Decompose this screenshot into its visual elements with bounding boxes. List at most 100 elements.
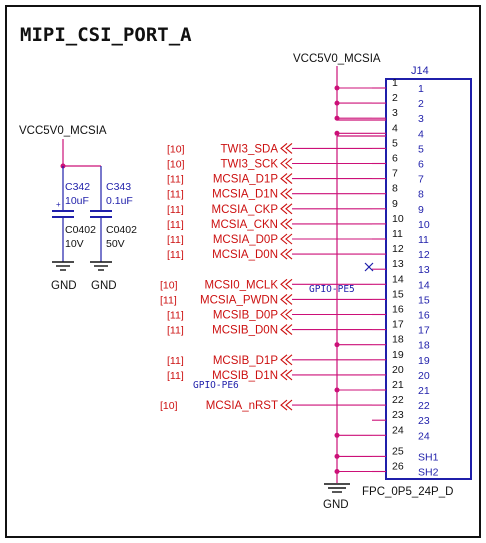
capacitor-c342: + C342 10uF C0402 10V GND — [51, 166, 96, 292]
signal-row: [10]TWI3_SDA — [167, 142, 372, 155]
junction-dot — [334, 130, 340, 136]
signal-arrow-icon — [280, 233, 293, 245]
signal-name: MCSIA_CKP — [212, 204, 279, 216]
pin-number-left: 16 — [392, 304, 404, 316]
gpio-label-pe6: GPIO-PE6 — [193, 380, 239, 391]
pin-number-right: 14 — [418, 279, 430, 291]
signal-tag: [11] — [167, 219, 184, 231]
ground-bus: GND — [323, 135, 386, 511]
signal-tag: [11] — [167, 204, 184, 216]
pin-number-right: 4 — [418, 128, 424, 140]
signal-name: MCSIA_D0N — [212, 249, 278, 261]
pin-number-right: 21 — [418, 385, 430, 397]
svg-text:+: + — [56, 200, 61, 209]
signal-name: MCSIA_D1P — [213, 174, 279, 186]
signal-name: MCSIA_CKN — [211, 219, 278, 231]
connector-ref: J14 — [411, 65, 429, 77]
signal-arrow-icon — [280, 354, 293, 366]
pin-number-left: 23 — [392, 409, 404, 421]
signal-row: [11]MCSIB_D1N — [167, 369, 372, 382]
signal-name: MCSIB_D1P — [213, 355, 279, 367]
pin-number-right: 11 — [418, 234, 429, 246]
signal-name: TWI3_SCK — [220, 159, 278, 171]
pin-number-left: 15 — [392, 288, 404, 300]
signal-row: [11] MCSIB_D1P — [167, 354, 372, 367]
pin-number-right: 7 — [418, 174, 424, 186]
pin-number-left: 2 — [392, 92, 398, 104]
c342-ref: C342 — [65, 181, 90, 193]
signal-row: [10] MCSI0_MCLK — [160, 278, 372, 291]
signal-row: [11] MCSIA_D1P — [167, 173, 372, 186]
signal-arrow-icon — [280, 324, 293, 336]
c342-rating: 10V — [65, 238, 84, 250]
signal-row: [11] MCSIA_D0P — [167, 233, 372, 246]
signal-tag: [11] — [167, 355, 184, 367]
c342-gnd-label: GND — [51, 280, 77, 292]
signal-name: MCSIA_D0P — [213, 234, 279, 246]
signal-arrow-icon — [280, 158, 293, 169]
signal-row: [11]MCSIA_D1N — [167, 188, 372, 201]
pin-number-right: SH2 — [418, 467, 439, 479]
pin-number-right: 2 — [418, 98, 424, 110]
pin-number-left: 10 — [392, 213, 404, 225]
signal-name: MCSI0_MCLK — [205, 279, 279, 291]
pin-number-left: 17 — [392, 319, 404, 331]
signal-name: MCSIA_nRST — [206, 400, 278, 412]
pin-number-right: 24 — [418, 430, 430, 442]
pin-number-left: 8 — [392, 183, 398, 195]
signal-tag: [10] — [160, 400, 178, 412]
pin-number-left: 24 — [392, 424, 404, 436]
pin-number-left: 6 — [392, 153, 398, 165]
signal-tag: [11] — [167, 325, 184, 337]
pin-number-right: 5 — [418, 143, 424, 155]
signal-name: MCSIB_D0P — [213, 310, 279, 322]
signal-row: [10] TWI3_SCK — [167, 158, 372, 171]
pin-number-left: 7 — [392, 168, 398, 180]
signal-tag: [11] — [160, 294, 177, 306]
pin-number-left: 13 — [392, 258, 404, 270]
pin-number-right: 23 — [418, 415, 430, 427]
signal-row: [11] MCSIA_D0N — [167, 248, 372, 261]
ground-label-connector: GND — [323, 499, 349, 511]
signal-tag: [10] — [160, 279, 178, 291]
signal-row: [10] MCSIA_nRST — [160, 399, 372, 412]
pin-number-left: 19 — [392, 349, 404, 361]
signal-arrow-icon — [280, 309, 293, 320]
cap-power-label: VCC5V0_MCSIA — [19, 125, 107, 137]
pin-number-right: 10 — [418, 219, 430, 231]
pin-number-left: 9 — [392, 198, 398, 210]
pin-number-right: SH1 — [418, 451, 439, 463]
pin-number-left: 11 — [392, 228, 403, 240]
signal-tag: [11] — [167, 249, 184, 261]
pin-number-right: 16 — [418, 310, 430, 322]
c342-value: 10uF — [65, 195, 89, 207]
signal-name: TWI3_SDA — [220, 143, 278, 155]
pin-number-right: 8 — [418, 189, 424, 201]
pin-number-right: 9 — [418, 204, 424, 216]
signal-tag: [11] — [167, 174, 184, 186]
signal-name: MCSIB_D0N — [212, 325, 278, 337]
c342-package: C0402 — [65, 224, 96, 236]
signal-arrow-icon — [280, 293, 293, 305]
signal-tag: [10] — [167, 159, 185, 171]
pin-number-right: 15 — [418, 294, 430, 306]
pin-number-right: 17 — [418, 325, 430, 337]
pin-number-right: 1 — [418, 83, 424, 95]
signal-name: MCSIB_D1N — [212, 370, 278, 382]
pin-number-left: 5 — [392, 137, 398, 149]
signal-tag: [11] — [167, 234, 184, 246]
pin-number-left: 26 — [392, 461, 404, 473]
pin-number-left: 4 — [392, 122, 398, 134]
pin-number-right: 6 — [418, 159, 424, 171]
pin-number-right: 18 — [418, 340, 430, 352]
no-connect-mark — [364, 262, 374, 272]
signal-arrow-icon — [280, 142, 293, 154]
pin-number-left: 14 — [392, 273, 404, 285]
c343-value: 0.1uF — [106, 195, 133, 207]
signal-tag: [11] — [167, 310, 184, 322]
signal-row: [11] MCSIA_CKP — [167, 203, 372, 216]
signal-arrow-icon — [280, 399, 293, 411]
pin-number-right: 12 — [418, 249, 430, 261]
pin-number-left: 22 — [392, 394, 404, 406]
